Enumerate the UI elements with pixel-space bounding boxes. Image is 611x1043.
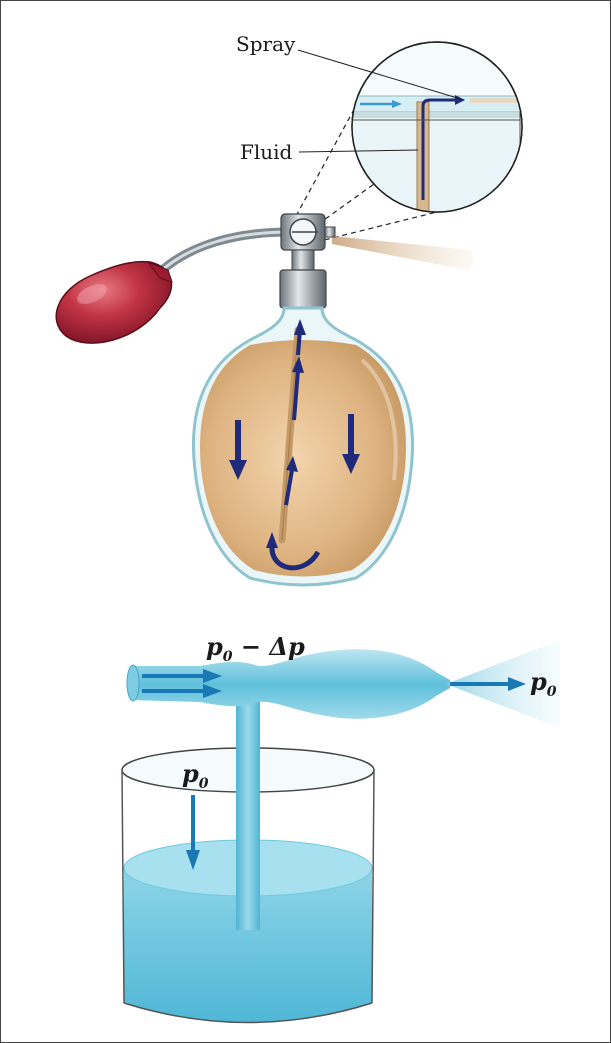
fluid-label: Fluid bbox=[240, 140, 293, 164]
magnified-nozzle-view bbox=[340, 42, 540, 222]
reduced-pressure-label: p0 − Δp bbox=[206, 632, 305, 665]
rising-fluid-column bbox=[236, 690, 260, 930]
venturi-diagram: p0 − Δp p0 p0 bbox=[122, 632, 560, 1023]
spray-label: Spray bbox=[236, 32, 296, 56]
bottle-collar bbox=[280, 250, 326, 308]
squeeze-bulb[interactable] bbox=[56, 262, 172, 343]
spray-plume bbox=[332, 236, 475, 270]
perfume-bottle bbox=[193, 308, 412, 585]
perfume-atomizer: Spray Fluid bbox=[56, 32, 540, 585]
nozzle-head bbox=[281, 214, 335, 250]
